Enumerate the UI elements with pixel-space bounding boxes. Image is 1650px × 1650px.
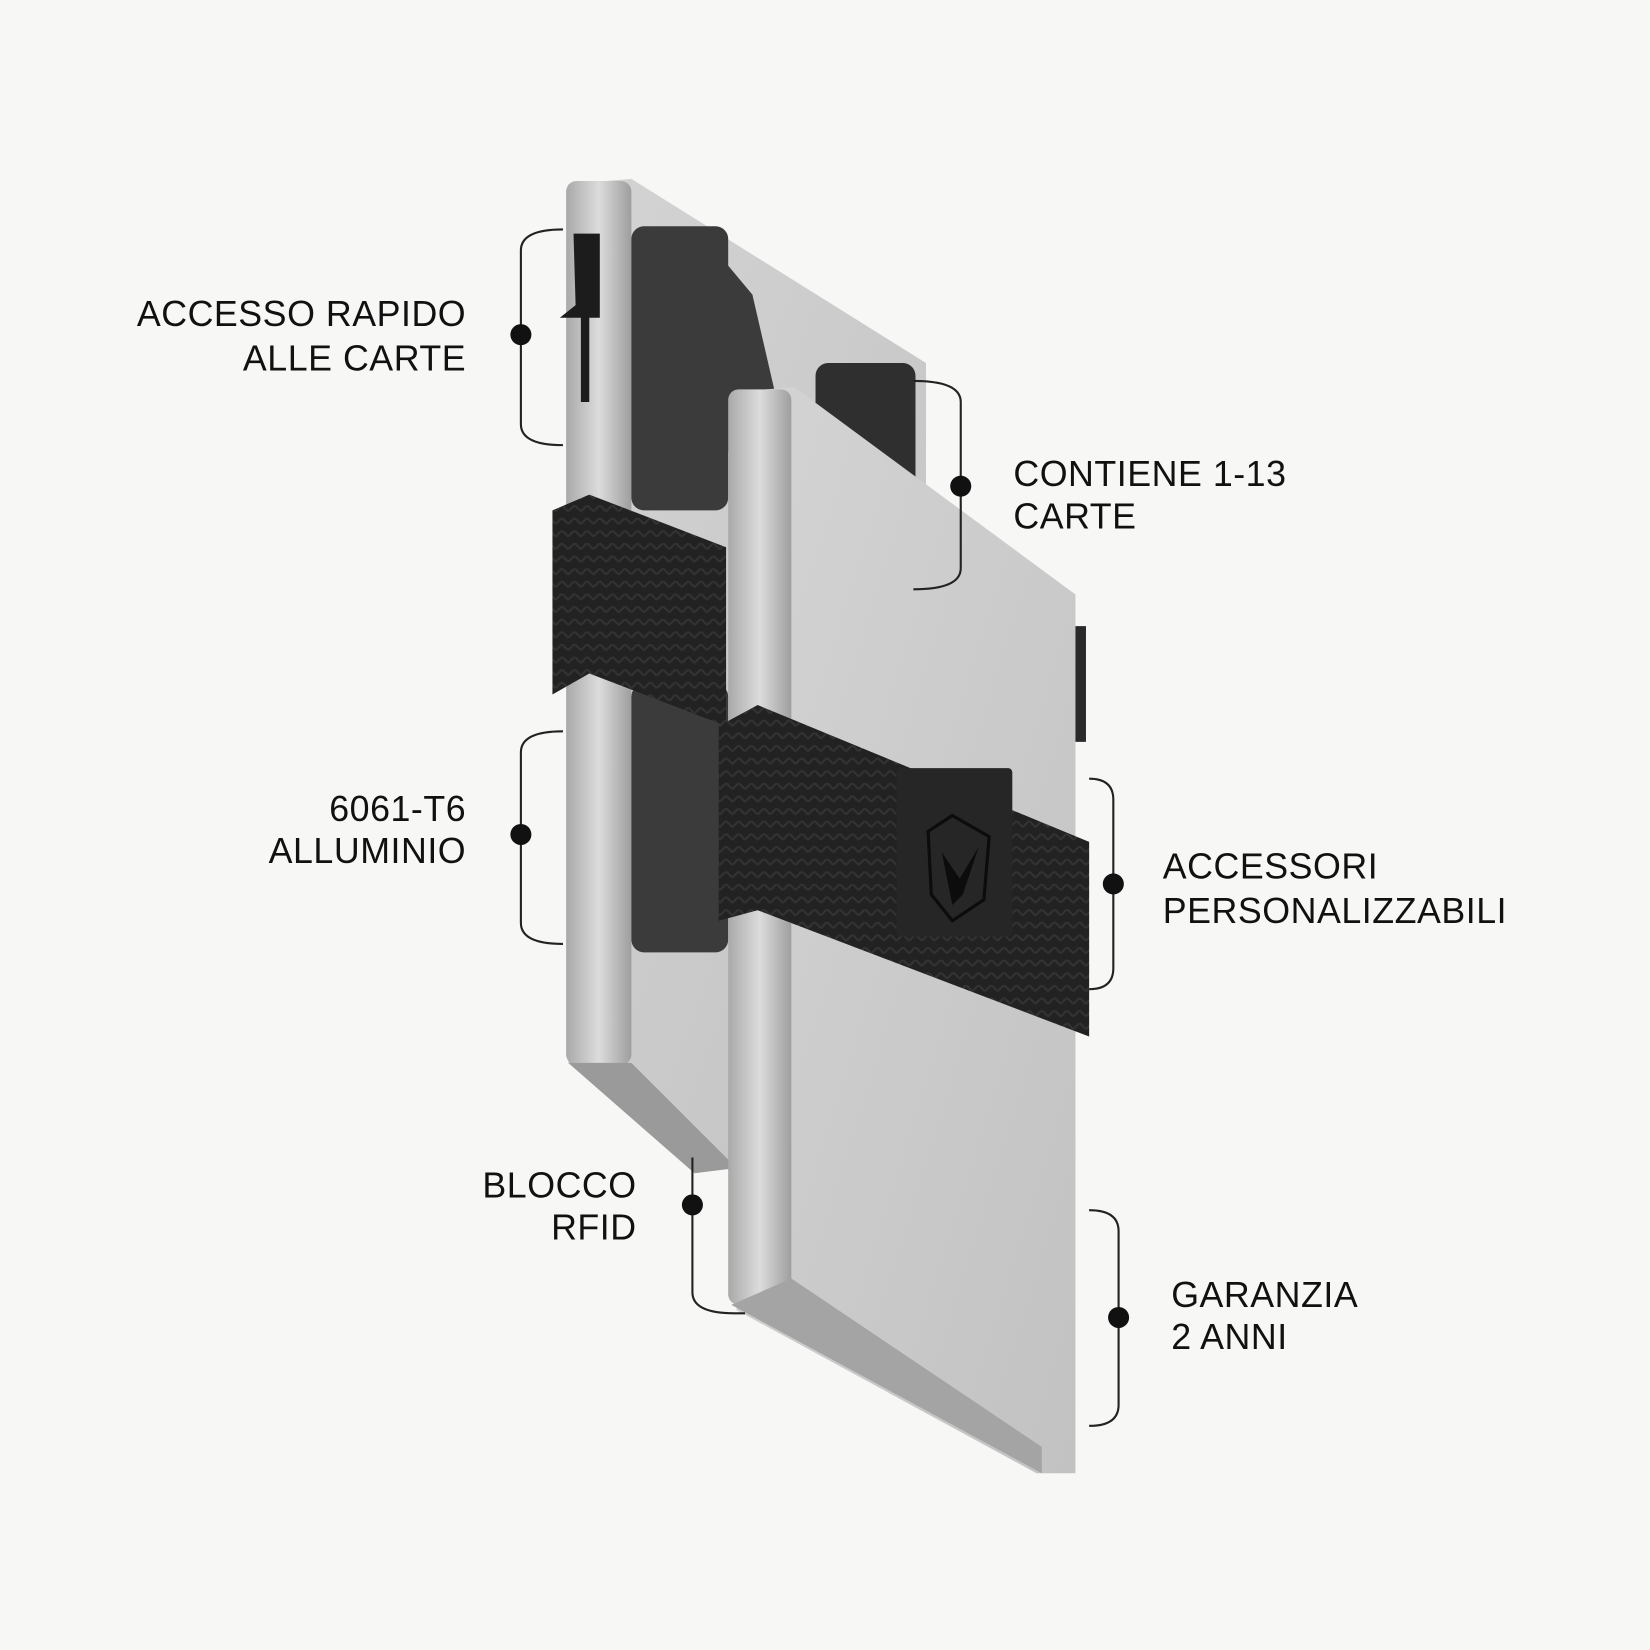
callout-text: ACCESSORI <box>1163 847 1378 887</box>
callout-text: ALLUMINIO <box>269 831 467 871</box>
quick-access-slider <box>559 233 600 402</box>
callout-text: ALLE CARTE <box>243 338 466 378</box>
callout-text: 2 ANNI <box>1171 1317 1287 1357</box>
front-wallet <box>718 387 1090 1474</box>
callout-text: BLOCCO <box>482 1166 636 1206</box>
callout-quick-access: ACCESSO RAPIDO ALLE CARTE <box>137 228 563 447</box>
callout-capacity: CONTIENE 1-13 CARTE <box>913 379 1286 591</box>
card <box>631 226 729 511</box>
callout-dot-icon <box>510 324 532 346</box>
logo-plate <box>896 768 1013 937</box>
callout-material: 6061-T6 ALLUMINIO <box>269 730 563 945</box>
callout-dot-icon <box>1108 1306 1130 1328</box>
callout-text: RFID <box>551 1208 637 1248</box>
callout-warranty: GARANZIA 2 ANNI <box>1089 1209 1358 1427</box>
card <box>631 683 729 953</box>
callout-dot-icon <box>681 1194 703 1216</box>
callout-text: ACCESSO RAPIDO <box>137 294 466 334</box>
shield-bird-logo-icon <box>926 813 991 923</box>
callout-text: GARANZIA <box>1171 1275 1358 1315</box>
callout-dot-icon <box>510 823 532 845</box>
callout-accessories: ACCESSORI PERSONALIZZABILI <box>1089 777 1507 991</box>
callout-dot-icon <box>950 475 972 497</box>
back-band <box>552 494 727 727</box>
callout-rfid: BLOCCO RFID <box>482 1157 746 1315</box>
callout-text: PERSONALIZZABILI <box>1163 891 1507 931</box>
callout-text: CARTE <box>1013 496 1136 536</box>
callout-text: CONTIENE 1-13 <box>1013 454 1286 494</box>
callout-text: 6061-T6 <box>329 789 466 829</box>
callout-dot-icon <box>1102 873 1124 895</box>
